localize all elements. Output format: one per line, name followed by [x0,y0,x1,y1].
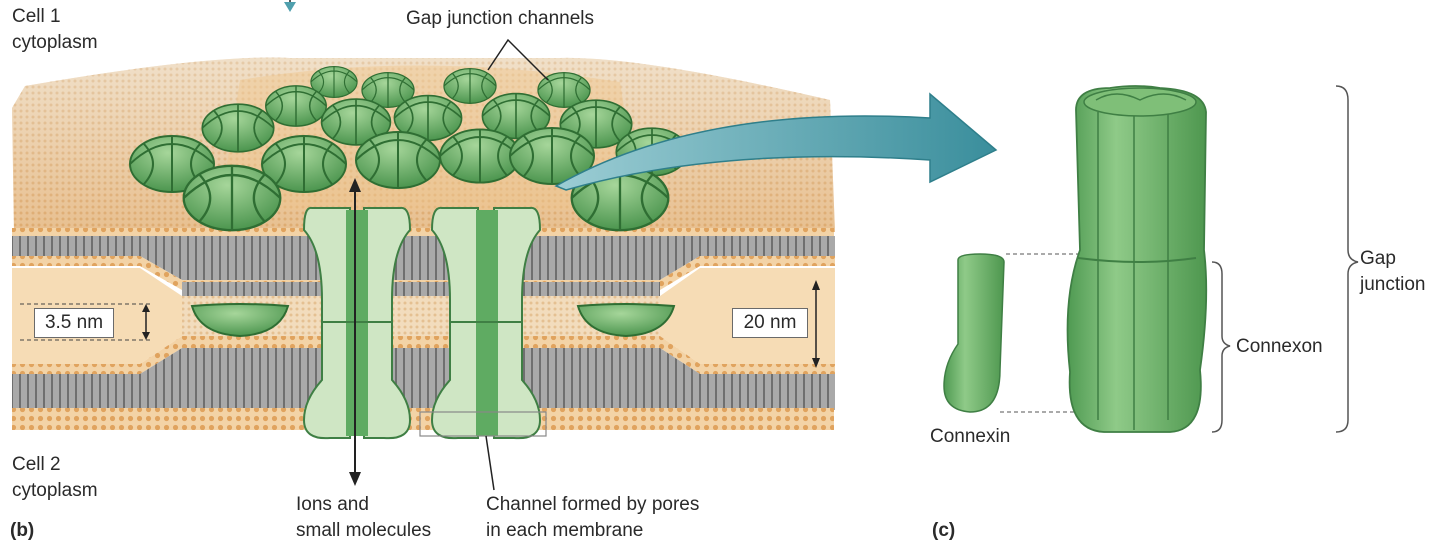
dimension-small-label: 3.5 nm [34,308,114,338]
connexon-bracket [1211,261,1231,433]
gap-junction-bracket [1335,85,1359,433]
connexin-label: Connexin [930,426,1011,447]
connexin-subunit [943,253,1005,413]
panel-b-label: (b) [10,520,35,541]
top-arrow-tip [284,2,296,12]
gap-junction-model [1066,85,1208,433]
channel-cross-section-left [302,206,412,440]
zoom-arrow [554,92,998,191]
upper-bilayer [12,228,835,296]
ion-flow-arrow [349,178,361,486]
lower-bilayer [12,336,835,430]
channel-domes [129,66,689,338]
gap-channels-label: Gap junction channels [406,8,595,29]
dimension-20nm [812,280,820,368]
dimension-3-5nm [20,303,152,341]
pore-highlight-box [419,411,547,437]
dimension-large-label: 20 nm [732,308,808,338]
connexon-label: Connexon [1236,336,1323,357]
channel-cross-section-right [430,206,542,440]
panel-c-label: (c) [932,520,956,541]
